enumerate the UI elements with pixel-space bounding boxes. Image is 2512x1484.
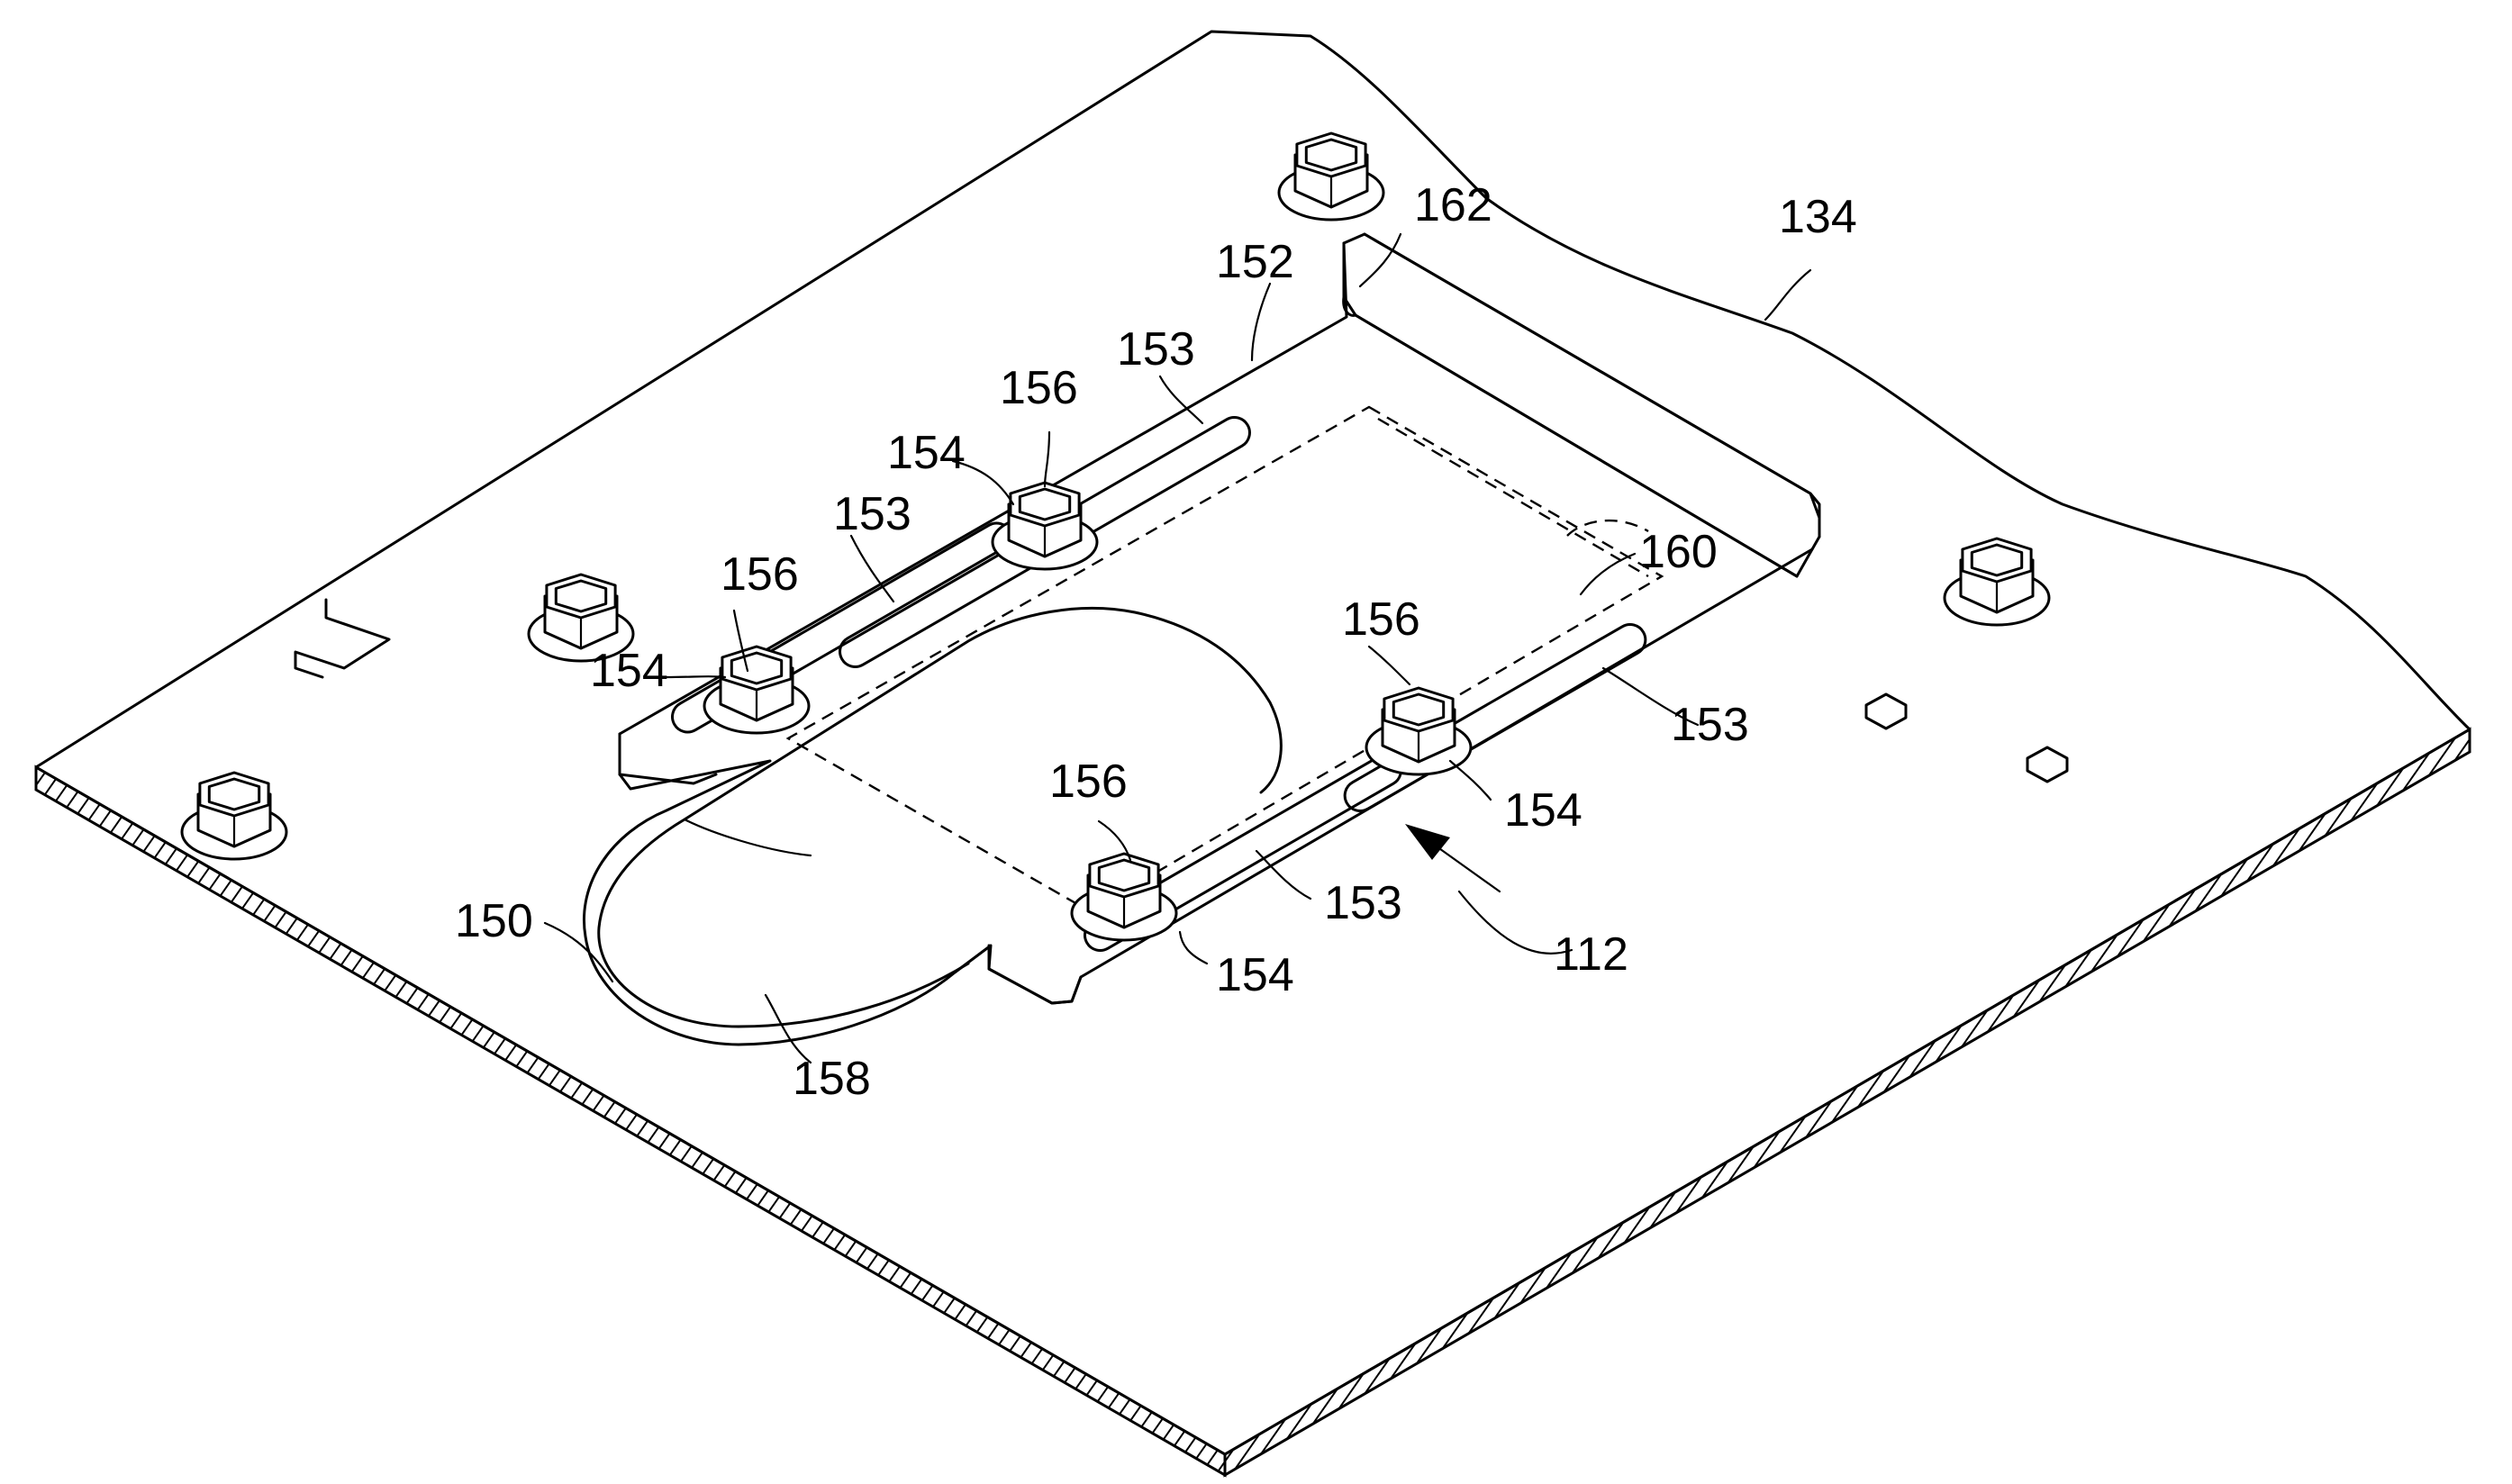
label-158: 158 bbox=[793, 1053, 871, 1105]
label-156-top: 156 bbox=[1000, 362, 1078, 414]
label-150: 150 bbox=[455, 895, 533, 947]
label-154-right: 154 bbox=[1504, 784, 1582, 837]
label-112: 112 bbox=[1554, 928, 1628, 981]
label-156-left: 156 bbox=[721, 548, 799, 601]
label-153-left: 153 bbox=[833, 488, 911, 540]
label-152: 152 bbox=[1216, 236, 1294, 288]
label-153-right: 153 bbox=[1671, 699, 1749, 751]
label-156-right: 156 bbox=[1342, 593, 1420, 646]
label-156-lower: 156 bbox=[1049, 756, 1128, 808]
label-154-lower: 154 bbox=[1216, 949, 1294, 1001]
label-134: 134 bbox=[1779, 191, 1857, 243]
label-160: 160 bbox=[1639, 526, 1718, 578]
label-154-left: 154 bbox=[590, 645, 668, 697]
label-162: 162 bbox=[1414, 179, 1492, 231]
label-153-lower: 153 bbox=[1324, 877, 1402, 929]
label-153-top: 153 bbox=[1117, 323, 1195, 376]
label-154-top: 154 bbox=[887, 427, 966, 479]
